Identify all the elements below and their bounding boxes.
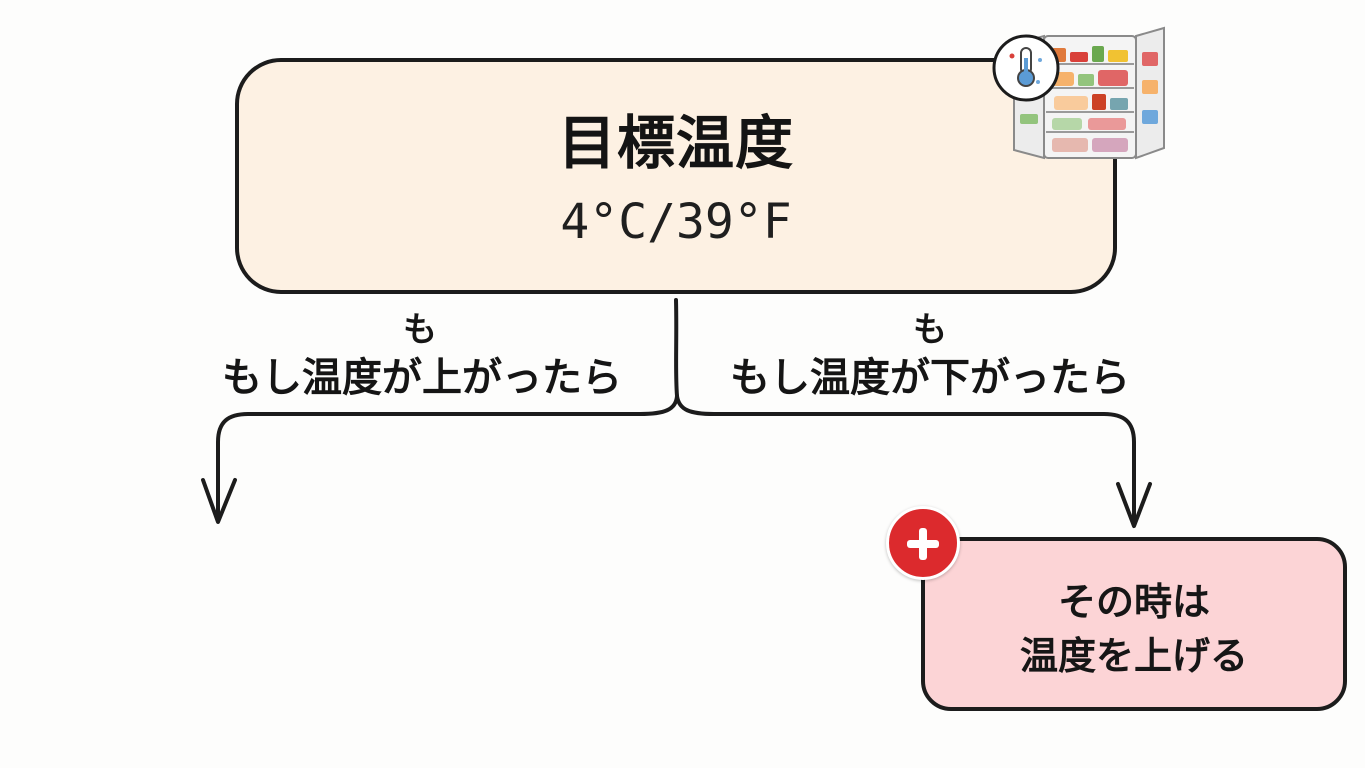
right-arrowhead [1116, 482, 1152, 528]
plus-icon [886, 506, 960, 580]
left-arrowhead [201, 478, 237, 524]
action-line-2: 温度を上げる [1019, 634, 1248, 678]
left-branch-line [216, 394, 679, 522]
stem-line [674, 298, 679, 398]
target-temperature-box: 目標温度 4°C/39°F [235, 58, 1117, 294]
left-branch-condition: もし温度が上がったら [222, 355, 622, 401]
action-box: その時は 温度を上げる [921, 537, 1347, 711]
target-title: 目標温度 [557, 109, 794, 177]
right-branch-marker: も [913, 310, 947, 350]
thermometer-icon [992, 34, 1060, 102]
right-branch-condition: もし温度が下がったら [730, 355, 1130, 401]
left-branch-marker: も [403, 310, 437, 350]
right-branch-line [675, 394, 1136, 526]
action-line-1: その時は [1057, 580, 1210, 624]
refrigerator-icon [992, 26, 1165, 160]
target-value: 4°C/39°F [560, 194, 792, 250]
